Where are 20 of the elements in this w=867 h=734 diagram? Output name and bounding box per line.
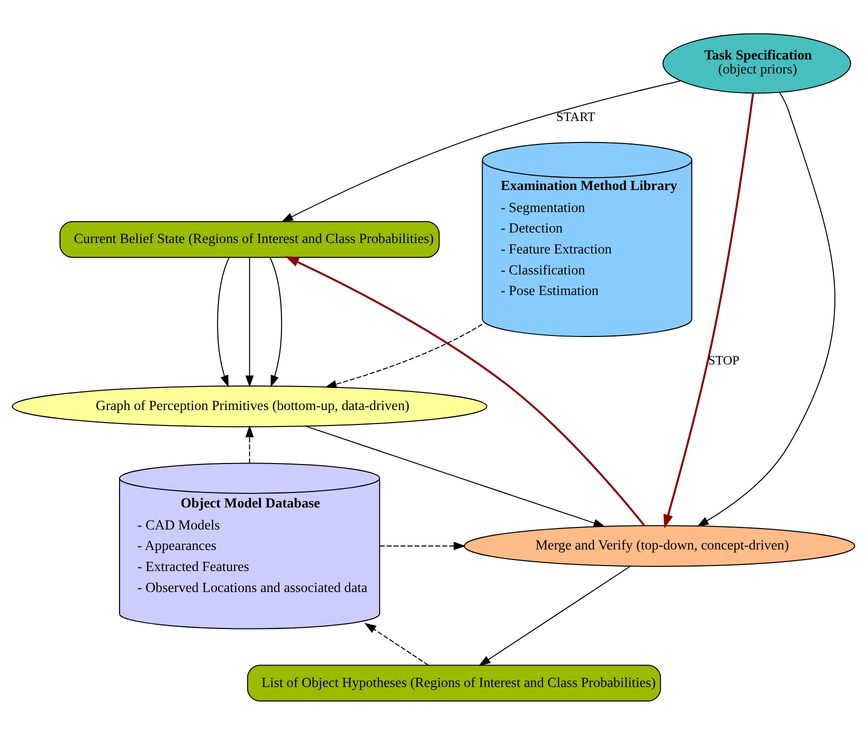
arrow [285, 256, 646, 526]
arrow [663, 92, 754, 528]
node-ellipse: Merge and Verify (top-down, concept-driven) [464, 524, 856, 566]
node-ellipse: Graph of Perception Primitives (bottom-up, data-driven) [12, 384, 488, 427]
arrow [217, 256, 230, 387]
node-box: Current Belief State (Regions of Interest and Class Probabilities) [60, 220, 440, 258]
arrow [270, 256, 282, 387]
node-box: List of Object Hypotheses (Regions of Interest and Class Probabilities) [247, 664, 662, 702]
arrow [379, 541, 466, 550]
arrow [364, 622, 429, 666]
arrow [305, 425, 606, 527]
arrow [324, 323, 483, 388]
arrow [245, 424, 254, 464]
edge-label: START [556, 110, 596, 124]
edge-label: STOP [708, 353, 740, 368]
arrow [478, 565, 631, 666]
arrow [245, 256, 254, 387]
node-ellipse: Task Specification (object priors) [662, 32, 852, 94]
arrow [281, 80, 682, 222]
arrow [696, 91, 836, 526]
